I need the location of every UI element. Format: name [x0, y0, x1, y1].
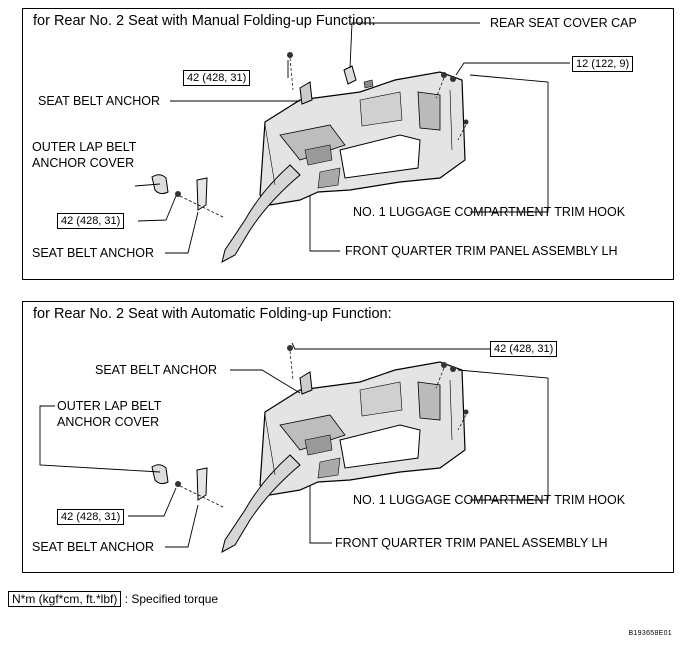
outer-lap-belt-label-line1: OUTER LAP BELT	[57, 399, 162, 413]
bottom-trim-panel-drawing	[151, 345, 470, 553]
seat-belt-anchor-lower-label: SEAT BELT ANCHOR	[32, 540, 155, 554]
torque-unit-box: N*m (kgf*cm, ft.*lbf)	[8, 591, 122, 607]
trim-hook-label: NO. 1 LUGGAGE COMPARTMENT TRIM HOOK	[353, 493, 626, 507]
seat-belt-anchor-upper-label: SEAT BELT ANCHOR	[95, 363, 218, 377]
seat-belt-anchor-lower-label: SEAT BELT ANCHOR	[32, 246, 155, 260]
top-trim-panel-drawing	[151, 52, 470, 263]
figure-code: B193658E01	[628, 630, 672, 637]
seat-belt-anchor-upper-label: SEAT BELT ANCHOR	[38, 94, 161, 108]
panel-title: for Rear No. 2 Seat with Automatic Foldi…	[33, 306, 392, 322]
outer-lap-belt-label-line1: OUTER LAP BELT	[32, 140, 137, 154]
torque-spec-lower-anchor: 42 (428, 31)	[57, 509, 125, 525]
quarter-trim-panel-label: FRONT QUARTER TRIM PANEL ASSEMBLY LH	[335, 536, 608, 550]
torque-legend: N*m (kgf*cm, ft.*lbf) : Specified torque	[8, 591, 219, 607]
torque-spec-upper-anchor: 42 (428, 31)	[490, 341, 558, 357]
trim-hook-label: NO. 1 LUGGAGE COMPARTMENT TRIM HOOK	[353, 205, 626, 219]
outer-lap-belt-label-line2: ANCHOR COVER	[32, 156, 135, 170]
panel-title: for Rear No. 2 Seat with Manual Folding-…	[33, 13, 376, 29]
rear-seat-cover-cap-label: REAR SEAT COVER CAP	[490, 16, 637, 30]
torque-spec-upper-anchor: 42 (428, 31)	[183, 70, 251, 86]
top-leader-lines	[134, 22, 570, 254]
torque-legend-text: : Specified torque	[124, 592, 219, 606]
manual-folding-panel: for Rear No. 2 Seat with Manual Folding-…	[22, 8, 674, 280]
quarter-trim-panel-label: FRONT QUARTER TRIM PANEL ASSEMBLY LH	[345, 244, 618, 258]
automatic-folding-panel: for Rear No. 2 Seat with Automatic Foldi…	[22, 301, 674, 573]
outer-lap-belt-label-line2: ANCHOR COVER	[57, 415, 160, 429]
torque-spec-trim-hook: 12 (122, 9)	[572, 56, 634, 72]
torque-spec-lower-anchor: 42 (428, 31)	[57, 213, 125, 229]
bottom-leader-lines	[39, 342, 549, 548]
